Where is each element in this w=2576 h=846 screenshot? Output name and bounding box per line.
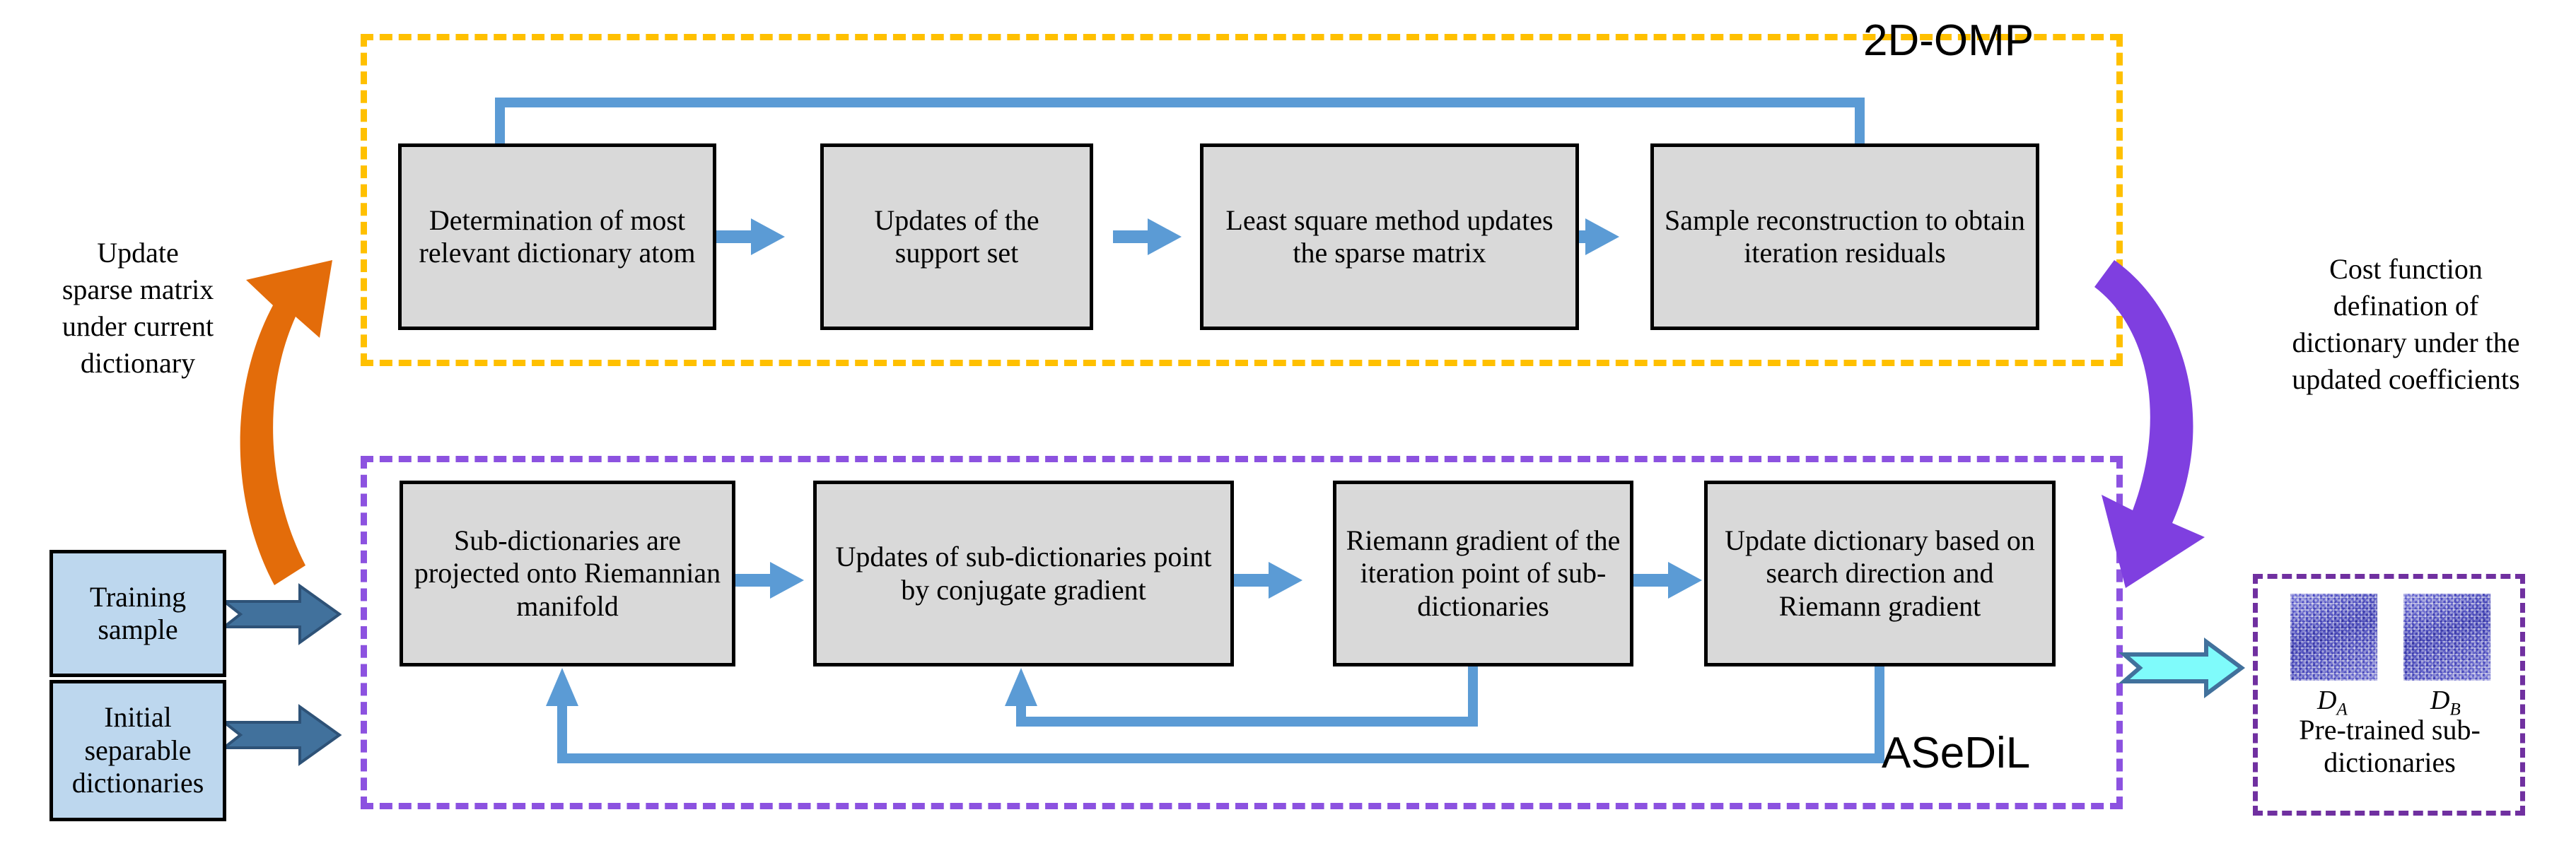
asedil-group-frame [361,456,2123,809]
asedil-step-riemann-gradient[interactable]: Riemann gradient of the iteration point … [1333,481,1633,666]
omp-step-least-square[interactable]: Least square method updates the sparse m… [1200,143,1579,330]
asedil-step-update-dictionary[interactable]: Update dictionary based on search direct… [1704,481,2056,666]
patch-label-db-letter: D [2430,686,2450,715]
omp-group-frame [361,34,2123,366]
omp-group-label: 2D-OMP [1863,16,2034,65]
patch-label-da-letter: D [2317,686,2337,715]
pretrained-caption: Pre-trained sub-dictionaries [2299,714,2481,779]
omp-step-sample-reconstruction[interactable]: Sample reconstruction to obtain iteratio… [1650,143,2039,330]
pretrained-output-arrow [2118,638,2246,698]
annotation-update-sparse-matrix: Update sparse matrix under current dicti… [62,237,214,379]
asedil-step-conjugate-gradient[interactable]: Updates of sub-dictionaries point by con… [813,481,1234,666]
training-sample-block-arrow[interactable] [220,583,342,645]
patch-label-da: DA [2317,685,2348,720]
omp-step-determination[interactable]: Determination of most relevant dictionar… [398,143,716,330]
pretrained-output-frame [2253,574,2525,816]
patch-label-db-subscript: B [2449,700,2461,719]
update-sparse-matrix-curved-arrow [240,260,332,585]
input-initial-dictionaries[interactable]: Initial separable dictionaries [49,680,226,821]
patch-image-db [2403,594,2490,681]
patch-label-da-subscript: A [2336,700,2348,719]
asedil-step-projection[interactable]: Sub-dictionaries are projected onto Riem… [400,481,735,666]
annotation-cost-function: Cost function defination of dictionary u… [2292,253,2520,395]
initial-dictionaries-block-arrow[interactable] [220,704,342,766]
asedil-group-label: ASeDiL [1882,729,2031,777]
patch-label-db: DB [2430,685,2461,720]
input-training-sample[interactable]: Training sample [49,550,226,677]
omp-step-support-set[interactable]: Updates of the support set [820,143,1093,330]
patch-image-da [2290,594,2377,681]
